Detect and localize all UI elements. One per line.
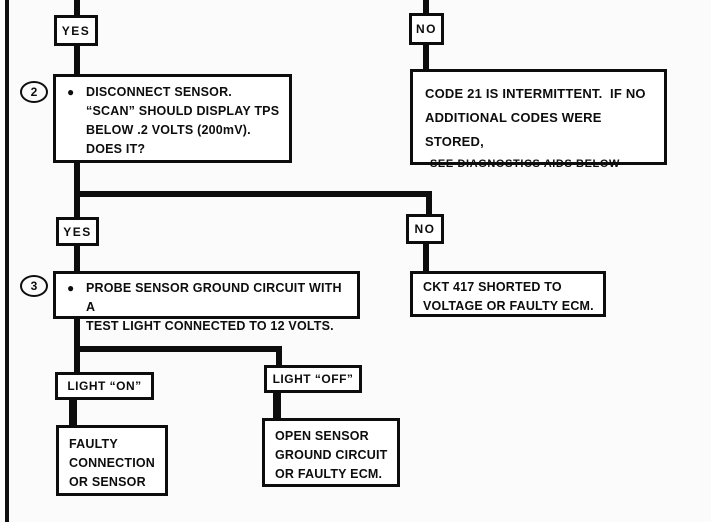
branch1-right-down	[426, 191, 432, 215]
ckt-417-line-1: CKT 417 SHORTED TO	[423, 280, 562, 294]
connector-step2-branch	[74, 162, 80, 218]
step-2-line-2: “SCAN” SHOULD DISPLAY TPS	[86, 104, 280, 118]
connector-no2-ckt417	[423, 243, 429, 272]
connector-no1-code21	[423, 44, 429, 70]
decision-light-off-label: LIGHT “OFF”	[272, 372, 354, 386]
decision-yes-1-label: YES	[61, 23, 91, 38]
faulty-line-2: CONNECTION	[69, 456, 156, 470]
branch2-horizontal	[74, 346, 282, 352]
decision-light-off: LIGHT “OFF”	[264, 365, 362, 393]
decision-yes-2-label: YES	[63, 224, 92, 239]
branch2-right-down	[276, 346, 282, 366]
decision-no-2-label: NO	[414, 222, 436, 236]
branch1-horizontal	[74, 191, 432, 197]
connector-yes1-step2	[74, 45, 80, 75]
decision-yes-2: YES	[56, 217, 99, 246]
code-21-intermittent-box: CODE 21 IS INTERMITTENT. IF NO ADDITIONA…	[410, 69, 667, 170]
open-ground-line-2: GROUND CIRCUIT	[275, 448, 388, 462]
open-ground-line-1: OPEN SENSOR	[275, 429, 369, 443]
ckt-417-line-2: VOLTAGE OR FAULTY ECM.	[423, 299, 594, 313]
page-left-border	[5, 0, 9, 522]
decision-light-on-label: LIGHT “ON”	[67, 379, 142, 393]
decision-no-2: NO	[406, 214, 444, 244]
connector-top-no1	[423, 0, 429, 14]
open-ground-line-3: OR FAULTY ECM.	[275, 467, 383, 481]
step-3-line-1: PROBE SENSOR GROUND CIRCUIT WITH A	[86, 281, 342, 314]
connector-top-yes1	[74, 0, 80, 16]
decision-yes-1: YES	[54, 15, 98, 46]
code-21-line-1: CODE 21 IS INTERMITTENT. IF NO	[425, 86, 646, 101]
step-2-number-badge: 2	[20, 81, 48, 103]
open-ground-box: OPEN SENSOR GROUND CIRCUIT OR FAULTY ECM…	[262, 418, 400, 487]
step-2-number: 2	[30, 85, 38, 99]
decision-no-1: NO	[409, 13, 444, 45]
decision-light-on: LIGHT “ON”	[55, 372, 154, 400]
step-2-line-4: DOES IT?	[86, 142, 146, 156]
step-3-number: 3	[30, 279, 38, 293]
bullet-icon: ●	[67, 281, 75, 295]
faulty-connection-box: FAULTY CONNECTION OR SENSOR	[56, 425, 168, 496]
connector-yes2-step3	[74, 245, 80, 272]
step-2-box: ● DISCONNECT SENSOR. “SCAN” SHOULD DISPL…	[53, 74, 292, 163]
connector-lightoff-open	[273, 392, 281, 419]
step-2-line-3: BELOW .2 VOLTS (200mV).	[86, 123, 251, 137]
faulty-line-1: FAULTY	[69, 437, 118, 451]
step-3-number-badge: 3	[20, 275, 48, 297]
faulty-line-3: OR SENSOR	[69, 475, 146, 489]
step-3-box: ● PROBE SENSOR GROUND CIRCUIT WITH A TES…	[53, 271, 360, 333]
step-3-line-2: TEST LIGHT CONNECTED TO 12 VOLTS.	[86, 319, 334, 333]
decision-no-1-label: NO	[416, 22, 437, 36]
connector-lighton-faulty	[69, 399, 77, 426]
ckt-417-box: CKT 417 SHORTED TO VOLTAGE OR FAULTY ECM…	[410, 271, 606, 317]
code-21-line-3: SEE DIAGNOSTICS AIDS BELOW	[430, 158, 620, 170]
step-2-line-1: DISCONNECT SENSOR.	[86, 85, 232, 99]
connector-step3-branch	[74, 318, 80, 373]
bullet-icon: ●	[67, 85, 75, 99]
code-21-line-2: ADDITIONAL CODES WERE STORED,	[425, 110, 602, 149]
